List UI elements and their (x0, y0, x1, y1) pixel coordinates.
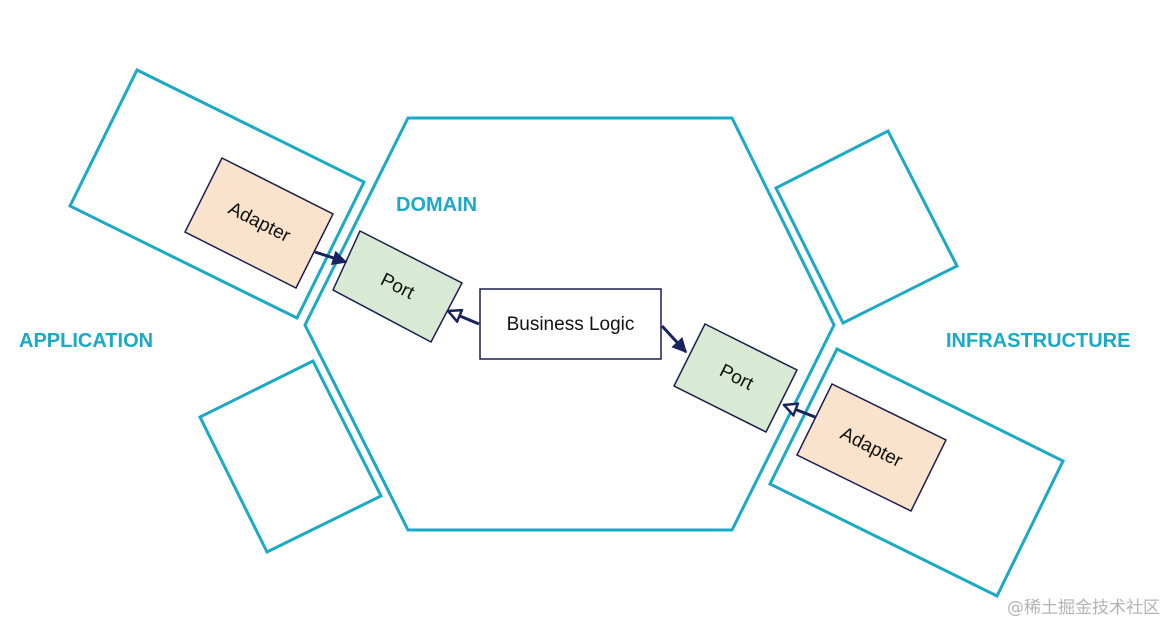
right-adapter-node: Adapter (795, 382, 948, 513)
arrow-adapter-to-right-port (784, 405, 816, 419)
infrastructure-empty-slot (773, 128, 960, 326)
application-empty-slot (197, 358, 384, 555)
application-zone-label: APPLICATION (19, 330, 153, 352)
arrow-logic-to-right-port (660, 324, 688, 354)
domain-hexagon (303, 116, 836, 532)
watermark: @稀土掘金技术社区 (1007, 598, 1160, 618)
business-logic-node: Business Logic (479, 288, 662, 360)
business-logic-label: Business Logic (507, 314, 635, 335)
application-adapter-container (67, 67, 367, 321)
left-adapter-node: Adapter (183, 156, 335, 290)
arrow-adapter-to-left-port (314, 250, 348, 265)
infrastructure-adapter-container (767, 346, 1066, 599)
arrow-logic-to-left-port (448, 311, 480, 326)
domain-zone-label: DOMAIN (396, 194, 477, 216)
infrastructure-zone-label: INFRASTRUCTURE (946, 330, 1130, 352)
right-port-node: Port (672, 322, 799, 434)
left-port-node: Port (332, 229, 464, 344)
